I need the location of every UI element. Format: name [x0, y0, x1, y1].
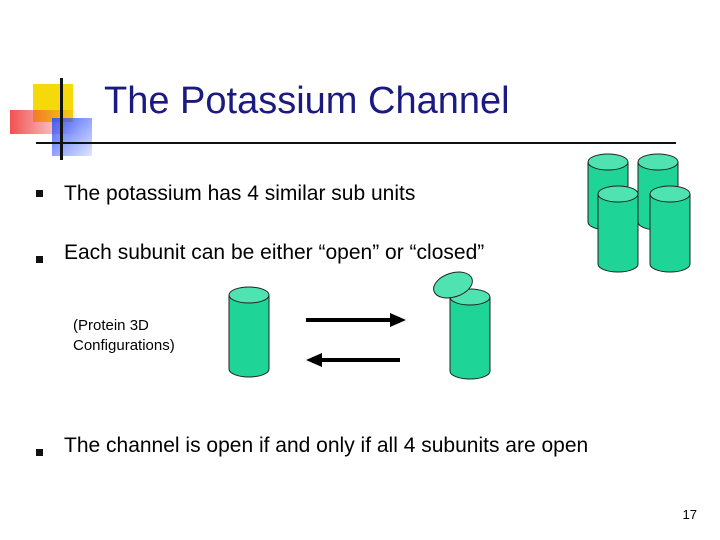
double-arrow-icon: [306, 313, 406, 367]
title-underline: [36, 142, 676, 144]
bullet-text-1: The potassium has 4 similar sub units: [64, 182, 416, 205]
cylinder-front-left: [597, 185, 639, 273]
arrow-right-icon: [306, 313, 406, 327]
slide-title: The Potassium Channel: [104, 80, 510, 122]
closed-subunit-cylinder-icon: [228, 286, 270, 378]
bullet-text-2: Each subunit can be either “open” or “cl…: [64, 241, 485, 264]
bullet-square-icon: [36, 449, 43, 456]
protein-note: (Protein 3D Configurations): [73, 317, 175, 354]
cylinder-front-right: [649, 185, 691, 273]
quadrant-logo-icon: [10, 78, 92, 160]
open-subunit-cylinder-icon: [433, 271, 491, 380]
bullet-square-icon: [36, 190, 43, 197]
page-number: 17: [682, 507, 697, 522]
bullet-text-3: The channel is open if and only if all 4…: [64, 434, 589, 457]
arrow-left-icon: [306, 353, 400, 367]
open-lid-icon: [433, 271, 473, 299]
bullet-square-icon: [36, 256, 43, 263]
four-cylinders-channel-icon: [587, 153, 691, 273]
